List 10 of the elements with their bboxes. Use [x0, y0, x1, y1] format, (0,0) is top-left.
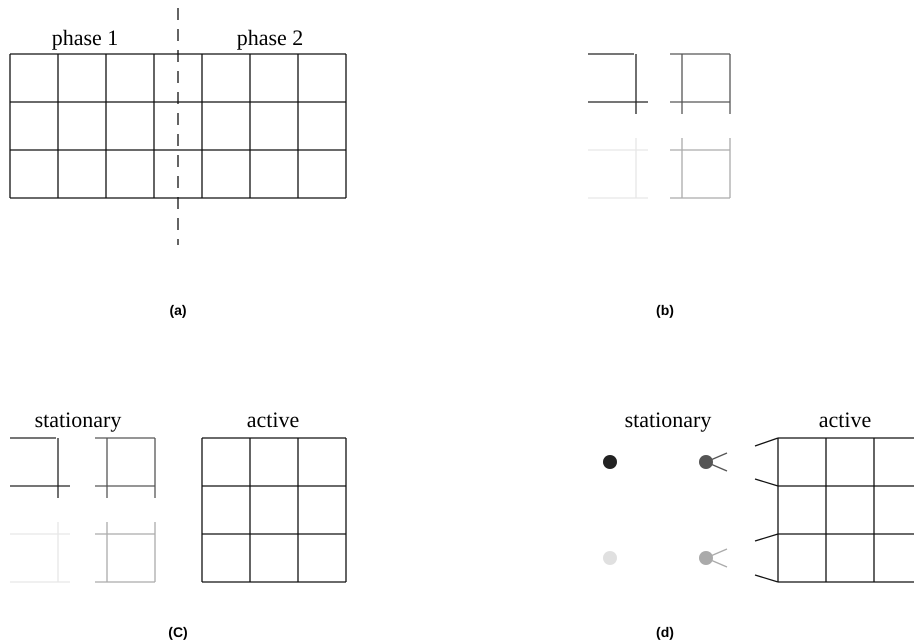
heading-label: phase 1	[52, 26, 118, 50]
panel-label: (b)	[656, 302, 674, 318]
panel-label: (d)	[656, 624, 674, 640]
panel-label: (a)	[169, 302, 187, 318]
heading-label: phase 2	[236, 26, 304, 50]
heading-label: stationary	[624, 408, 712, 432]
heading-label: active	[818, 408, 872, 432]
panel-label: (C)	[168, 624, 188, 640]
heading-label: stationary	[34, 408, 122, 432]
heading-label: active	[246, 408, 300, 432]
